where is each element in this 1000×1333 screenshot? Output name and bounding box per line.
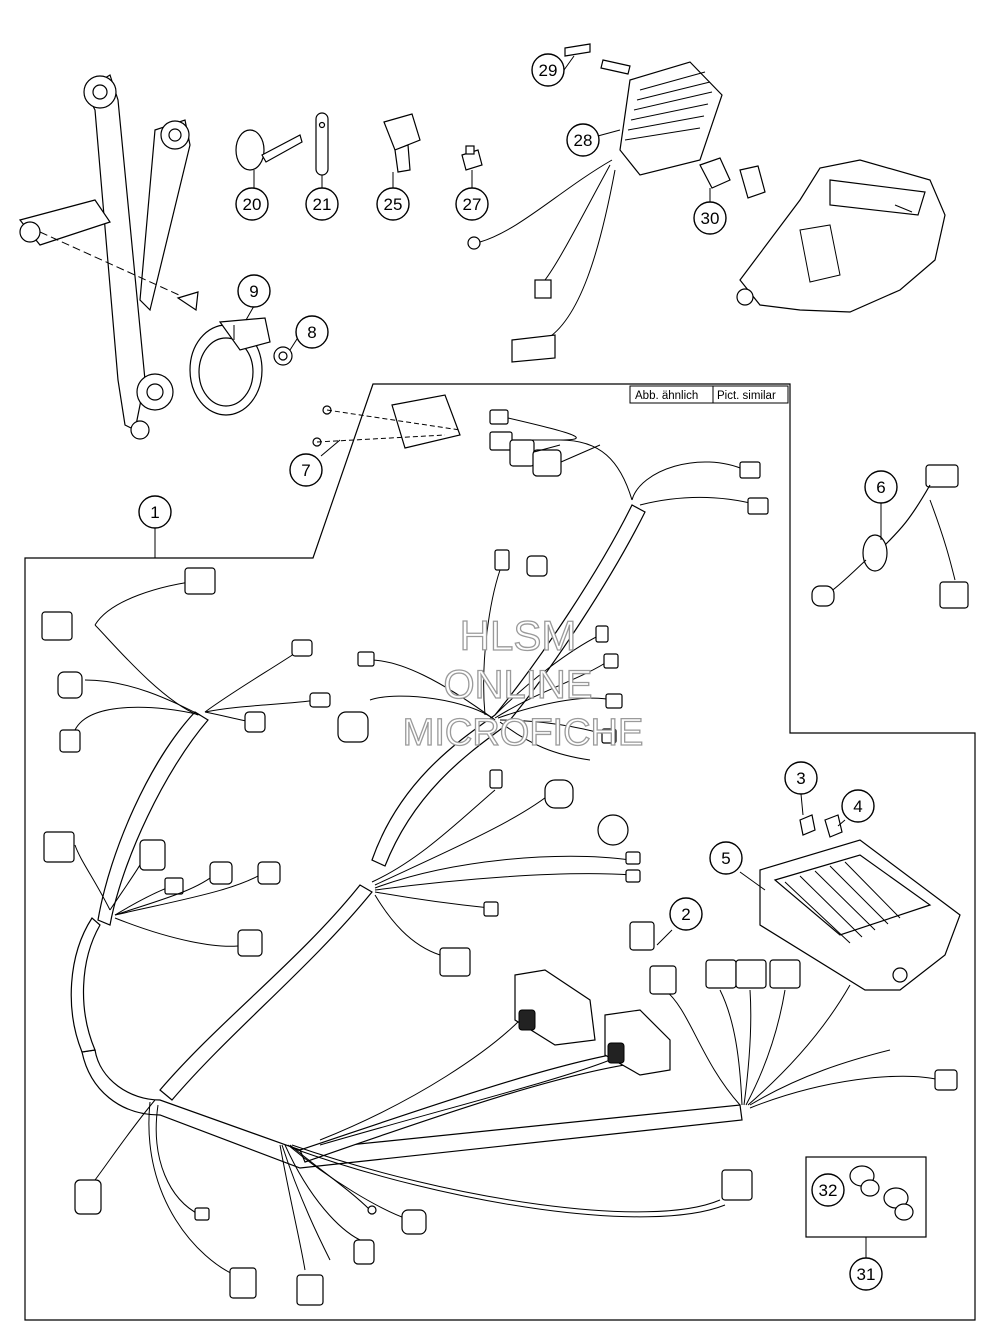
svg-text:1: 1 bbox=[150, 503, 159, 522]
fuse-box-bracket-part bbox=[736, 159, 946, 313]
svg-text:21: 21 bbox=[313, 195, 332, 214]
svg-text:9: 9 bbox=[249, 282, 258, 301]
watermark-line-1: HLSM bbox=[460, 612, 577, 659]
svg-text:3: 3 bbox=[796, 769, 805, 788]
callout-25: 25 bbox=[376, 187, 410, 221]
svg-text:6: 6 bbox=[876, 478, 885, 497]
svg-text:32: 32 bbox=[819, 1181, 838, 1200]
callout-3: 3 bbox=[784, 761, 818, 795]
bumper-kit-part bbox=[849, 1165, 914, 1221]
callout-1: 1 bbox=[138, 495, 172, 529]
callout-31: 31 bbox=[849, 1257, 883, 1291]
svg-text:8: 8 bbox=[307, 323, 316, 342]
callout-21: 21 bbox=[305, 187, 339, 221]
callout-2: 2 bbox=[669, 897, 703, 931]
callout-7: 7 bbox=[289, 453, 323, 487]
main-wiring-harness-part bbox=[41, 394, 958, 1306]
svg-text:31: 31 bbox=[857, 1265, 876, 1284]
svg-text:29: 29 bbox=[539, 61, 558, 80]
relay-part bbox=[383, 113, 421, 188]
svg-text:5: 5 bbox=[721, 849, 730, 868]
callout-leaders bbox=[154, 55, 882, 946]
harness-group-frame bbox=[24, 383, 976, 1321]
clips-part bbox=[699, 157, 766, 199]
svg-text:20: 20 bbox=[243, 195, 262, 214]
fuse-holder-part bbox=[461, 145, 483, 188]
callout-32: 32 bbox=[811, 1173, 845, 1207]
callout-27: 27 bbox=[455, 187, 489, 221]
callout-30: 30 bbox=[693, 201, 727, 235]
callout-28: 28 bbox=[566, 123, 600, 157]
svg-text:2: 2 bbox=[681, 905, 690, 924]
note-english: Pict. similar bbox=[717, 390, 776, 402]
callout-4: 4 bbox=[841, 789, 875, 823]
callout-5: 5 bbox=[709, 841, 743, 875]
callout-29: 29 bbox=[531, 53, 565, 87]
voltage-regulator-part bbox=[467, 43, 723, 363]
watermark: HLSM ONLINE MICROFICHE bbox=[402, 611, 644, 754]
svg-text:7: 7 bbox=[301, 461, 310, 480]
svg-text:30: 30 bbox=[701, 209, 720, 228]
horn-bracket-drawing bbox=[18, 74, 293, 440]
watermark-line-2: ONLINE bbox=[444, 663, 593, 707]
cable-with-grommet-part bbox=[811, 464, 969, 609]
svg-text:28: 28 bbox=[574, 131, 593, 150]
svg-text:4: 4 bbox=[853, 797, 862, 816]
svg-text:25: 25 bbox=[384, 195, 403, 214]
fuse-box-part bbox=[759, 814, 961, 991]
pict-similar-note: Abb. ähnlich Pict. similar bbox=[629, 385, 789, 404]
callout-20: 20 bbox=[235, 187, 269, 221]
note-german: Abb. ähnlich bbox=[635, 390, 698, 402]
cable-tie-part bbox=[235, 129, 303, 188]
callout-6: 6 bbox=[864, 470, 898, 504]
watermark-line-3: MICROFICHE bbox=[403, 712, 644, 754]
svg-text:27: 27 bbox=[463, 195, 482, 214]
callout-9: 9 bbox=[237, 274, 271, 308]
strap-part bbox=[315, 112, 329, 188]
callout-8: 8 bbox=[295, 315, 329, 349]
